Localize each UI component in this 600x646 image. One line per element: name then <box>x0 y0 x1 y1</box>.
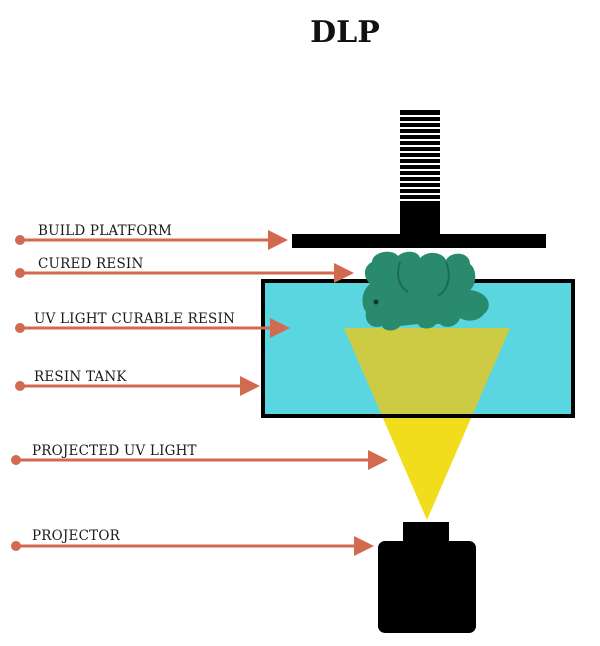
lead-screw-body <box>400 110 440 235</box>
elephant-model-icon <box>362 251 489 331</box>
cured-resin-model <box>362 251 489 331</box>
arrow-head <box>268 230 288 250</box>
arrow-head <box>240 376 260 396</box>
label-resin-tank: RESIN TANK <box>34 369 127 385</box>
model-eye <box>373 299 379 305</box>
arrow-cured-resin <box>15 263 354 283</box>
model-leg-line <box>437 261 450 297</box>
arrow-head <box>368 450 388 470</box>
diagram-title: DLP <box>310 15 380 50</box>
label-uv-resin: UV LIGHT CURABLE RESIN <box>34 311 235 327</box>
lead-screw <box>400 110 440 235</box>
projector-body <box>378 541 476 633</box>
projected-uv-light-cone <box>344 328 510 520</box>
callout-arrows <box>11 230 388 556</box>
arrow-head <box>334 263 354 283</box>
uv-light-in-resin-tint <box>344 328 510 414</box>
arrow-projector <box>11 536 374 556</box>
label-projected-uv-light: PROJECTED UV LIGHT <box>32 443 197 459</box>
arrow-projected-uv-light <box>11 450 388 470</box>
arrow-head <box>270 318 290 338</box>
model-ear-line <box>397 261 409 293</box>
arrow-head <box>354 536 374 556</box>
arrow-uv-resin <box>15 318 290 338</box>
projector-lens <box>401 520 451 544</box>
arrow-build-platform <box>15 230 288 250</box>
build-platform <box>292 234 546 248</box>
label-projector: PROJECTOR <box>32 528 121 544</box>
lead-screw-threads <box>400 115 440 201</box>
label-build-platform: BUILD PLATFORM <box>38 223 172 239</box>
label-cured-resin: CURED RESIN <box>38 256 143 272</box>
arrow-resin-tank <box>15 376 260 396</box>
